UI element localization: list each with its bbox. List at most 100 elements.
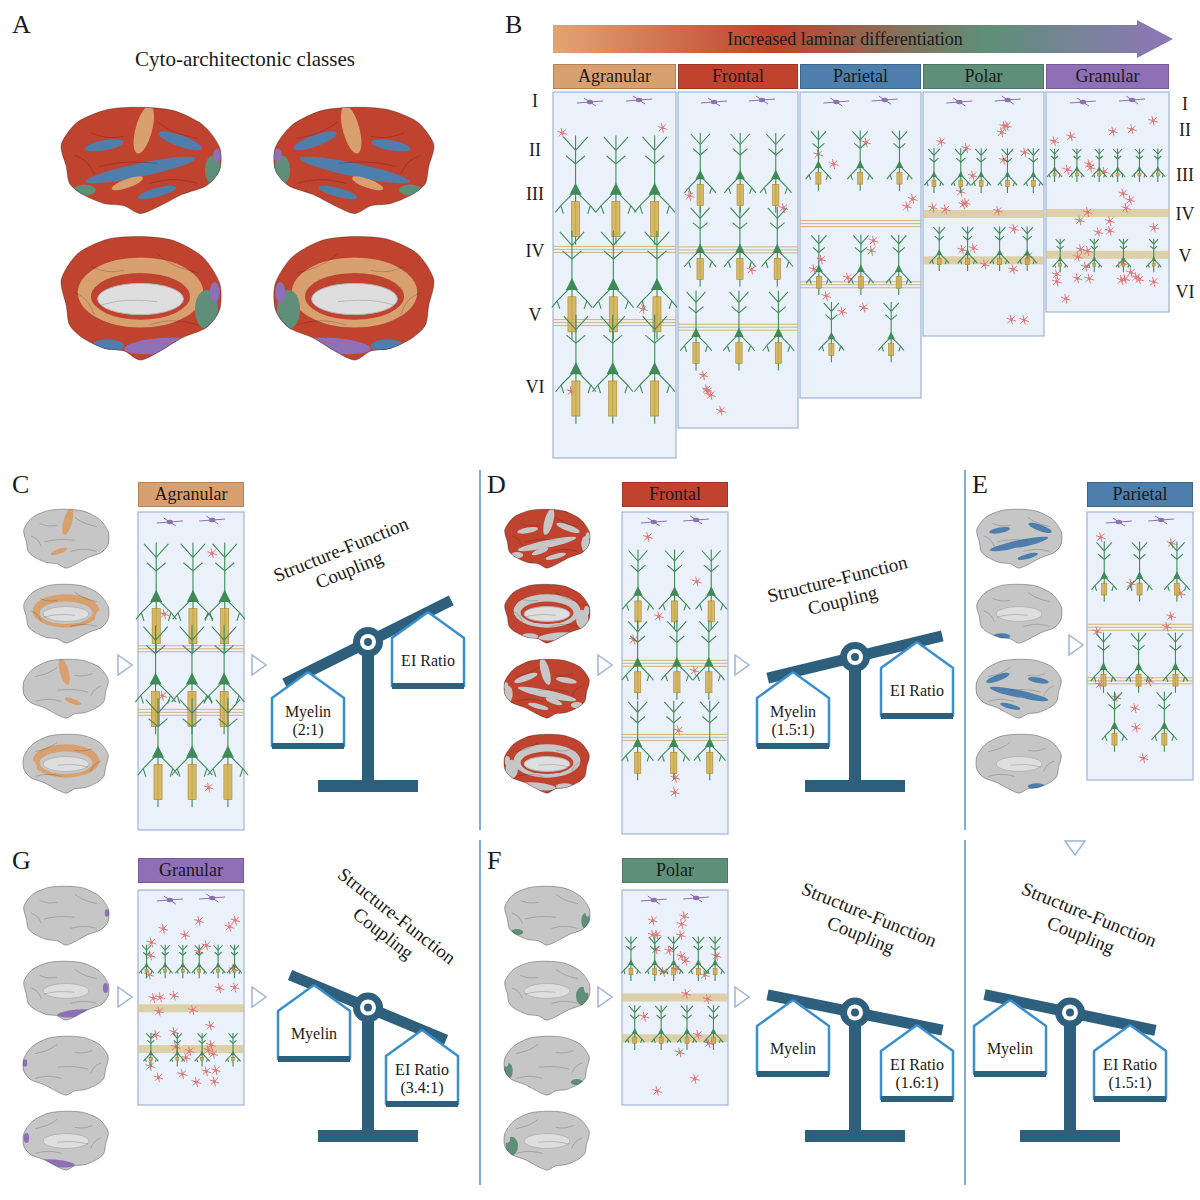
- dendrite: [1123, 259, 1124, 272]
- dendrite: [212, 627, 224, 641]
- neuron-soma: [1137, 166, 1142, 171]
- brain-sulcus: [70, 549, 96, 551]
- dendrite: [777, 223, 784, 229]
- cell-process: [1126, 96, 1138, 104]
- dendrite: [906, 279, 908, 284]
- brain-outline: [274, 107, 434, 213]
- interneuron-soma: [161, 694, 164, 697]
- interneuron-soma: [1121, 192, 1124, 195]
- pyramidal-neuron: [1132, 149, 1147, 183]
- myelin-sheath: [1025, 258, 1029, 265]
- cell-process: [1002, 96, 1014, 104]
- interneuron-soma: [1108, 229, 1111, 232]
- brain-thumbnail: [23, 1034, 109, 1095]
- myelin-sheath: [1116, 173, 1119, 176]
- dendrite: [819, 247, 825, 252]
- dendrite: [908, 279, 911, 283]
- dendrite: [1072, 149, 1077, 154]
- myelin-sheath: [896, 276, 901, 288]
- dendrite: [712, 261, 716, 266]
- pyramidal-neuron: [1087, 239, 1102, 273]
- dendrite: [237, 613, 240, 621]
- brain-region: [110, 174, 144, 194]
- dendrite: [172, 695, 177, 702]
- neuron-soma: [187, 590, 199, 602]
- dendrite: [994, 227, 1000, 234]
- neuron-soma: [569, 183, 581, 195]
- neuron-soma: [186, 672, 198, 684]
- neuron-soma: [1005, 171, 1011, 177]
- brain-outline: [24, 961, 109, 1020]
- myelin-band: [800, 226, 921, 227]
- dendrite: [740, 208, 749, 219]
- brain-sulcus: [44, 917, 75, 919]
- brain-sulcus: [993, 599, 1011, 601]
- brain-sulcus: [988, 667, 1010, 676]
- interneuron-soma: [1012, 227, 1015, 230]
- dendrite: [899, 143, 905, 148]
- dendrite: [819, 235, 827, 244]
- interneuron: [1019, 315, 1029, 325]
- pyramidal-neuron: [135, 625, 176, 734]
- layer-one-cell: [823, 98, 849, 106]
- dendrite: [940, 182, 941, 186]
- cell-process: [206, 516, 218, 524]
- dendrite: [613, 232, 625, 246]
- interneuron-soma: [1097, 231, 1100, 234]
- brain-sulcus: [91, 1138, 102, 1149]
- myelin-sheath: [816, 172, 821, 184]
- brain-sulcus: [401, 293, 421, 315]
- brain-thumbnail: [24, 507, 110, 568]
- brain-sulcus: [44, 615, 75, 617]
- interneuron: [1125, 195, 1135, 205]
- dendrite: [738, 291, 739, 303]
- dendrite: [687, 292, 696, 303]
- brain-region: [56, 1034, 72, 1063]
- dendrite: [224, 543, 225, 558]
- dendrite: [708, 345, 712, 350]
- brain-thumbnail: [977, 507, 1063, 568]
- brain-regions: [976, 657, 1055, 711]
- dendrite: [696, 292, 705, 303]
- brain-sulcus: [40, 901, 58, 903]
- dendrite: [628, 206, 631, 214]
- dendrite: [1023, 236, 1028, 240]
- pyramidal-neuron: [634, 135, 675, 244]
- pyramidal-neuron: [1047, 149, 1062, 183]
- myelin-sheath: [959, 180, 963, 187]
- interneuron: [859, 303, 869, 313]
- interneuron: [902, 202, 912, 212]
- brain-region: [64, 1073, 82, 1084]
- interneuron: [829, 159, 839, 169]
- dendrite: [766, 261, 768, 267]
- dendrite: [593, 301, 598, 308]
- brain-region: [156, 128, 203, 154]
- dendrite: [1060, 175, 1062, 178]
- dendrite: [691, 208, 700, 219]
- brain-sulcus: [297, 321, 347, 325]
- dendrite: [1110, 175, 1112, 178]
- neuron-soma: [1156, 166, 1161, 171]
- dendrite: [787, 188, 791, 193]
- neuron-soma: [735, 170, 744, 179]
- dendrite: [1145, 175, 1147, 178]
- dendrite: [1158, 156, 1162, 159]
- dendrite: [655, 316, 667, 330]
- pyramidal-neuron: [806, 131, 832, 191]
- dendrite: [1136, 156, 1140, 159]
- dendrite: [777, 208, 786, 219]
- dendrite: [1060, 246, 1064, 249]
- dendrite: [1153, 259, 1154, 272]
- dendrite: [596, 206, 601, 213]
- interneuron: [867, 246, 877, 256]
- dendrite: [689, 307, 696, 313]
- dendrite: [1114, 156, 1118, 159]
- dendrite: [655, 156, 664, 164]
- brain-region: [505, 756, 510, 766]
- interneuron-soma: [964, 201, 967, 204]
- brain-sulcus: [297, 122, 338, 139]
- interneuron-soma: [163, 613, 166, 616]
- dendrite: [939, 226, 940, 233]
- interneuron: [204, 783, 214, 793]
- cell-soma: [587, 100, 593, 104]
